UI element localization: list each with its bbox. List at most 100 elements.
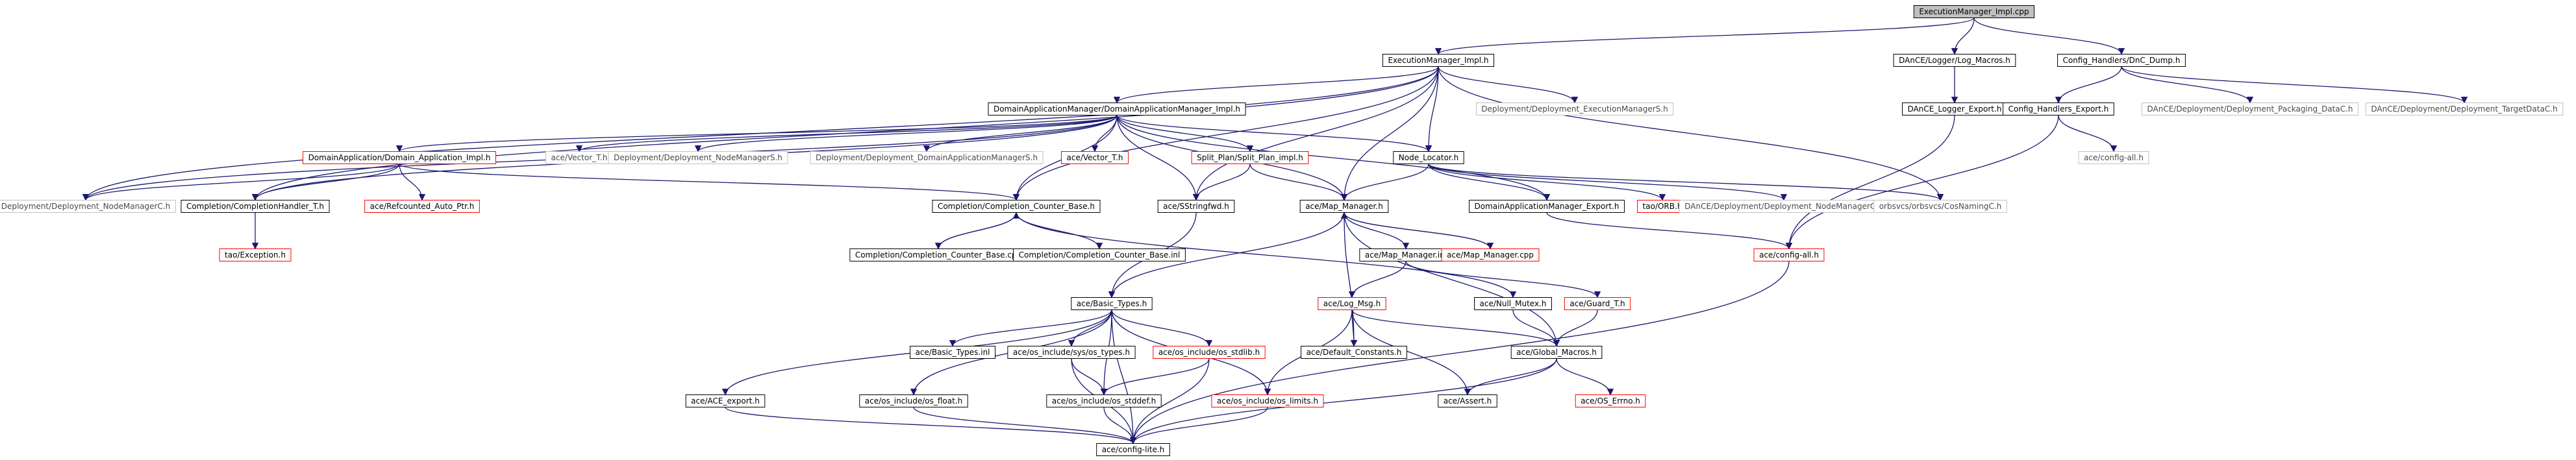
node-label: Config_Handlers/DnC_Dump.h — [2063, 56, 2181, 65]
node-config-dump[interactable]: Config_Handlers/DnC_Dump.h — [2057, 54, 2186, 67]
node-exec-mgr-s[interactable]: Deployment/Deployment_ExecutionManagerS.… — [1475, 103, 1674, 115]
node-log-msg[interactable]: ace/Log_Msg.h — [1318, 297, 1386, 310]
edge-config-dump-to-target-datac — [2121, 66, 2468, 104]
node-counter-base-cpp[interactable]: Completion/Completion_Counter_Base.cpp — [849, 248, 1027, 261]
node-counter-base-inl[interactable]: Completion/Completion_Counter_Base.inl — [1013, 248, 1186, 261]
node-sstring-fwd[interactable]: ace/SStringfwd.h — [1157, 200, 1235, 213]
node-box — [1510, 346, 1603, 359]
node-box — [2003, 103, 2114, 115]
edge-log-msg-to-global-macros — [1351, 309, 1560, 347]
node-label: ace/Basic_Types.inl — [915, 348, 990, 357]
node-dam-impl[interactable]: DomainApplicationManager/DomainApplicati… — [988, 103, 1246, 115]
node-label: DomainApplicationManager/DomainApplicati… — [994, 104, 1240, 114]
edge-em-impl-h-to-counter-base-h — [1012, 66, 1439, 201]
edge-dam-impl-to-sstring-fwd — [1116, 115, 1200, 201]
node-os-stdlib[interactable]: ace/os_include/os_stdlib.h — [1153, 346, 1266, 359]
node-box — [685, 394, 766, 407]
node-label: ace/config-all.h — [1759, 250, 1819, 260]
node-box — [810, 151, 1044, 164]
node-box — [1013, 248, 1186, 261]
node-ch-export[interactable]: Config_Handlers_Export.h — [2003, 103, 2114, 115]
node-box — [1299, 200, 1389, 213]
node-map-manager-inl[interactable]: ace/Map_Manager.inl — [1359, 248, 1453, 261]
node-guard-t[interactable]: ace/Guard_T.h — [1564, 297, 1631, 310]
node-label: ace/os_include/os_limits.h — [1217, 396, 1318, 406]
node-config-all-small[interactable]: ace/config-all.h — [2078, 151, 2149, 164]
node-box — [1564, 297, 1631, 310]
node-label: Completion/CompletionHandler_T.h — [186, 202, 324, 211]
node-split-plan[interactable]: Split_Plan/Split_Plan_impl.h — [1191, 151, 1309, 164]
node-cos-naming[interactable]: orbsvcs/orbsvcs/CosNamingC.h — [1873, 200, 2007, 213]
node-null-mutex[interactable]: ace/Null_Mutex.h — [1474, 297, 1552, 310]
node-label: ace/Guard_T.h — [1569, 299, 1625, 308]
node-logger-macros[interactable]: DAnCE/Logger/Log_Macros.h — [1893, 54, 2016, 67]
edge-counter-base-h-to-counter-base-inl — [1016, 212, 1103, 250]
edge-em-impl-h-to-exec-mgr-s — [1438, 66, 1579, 104]
node-dam-export[interactable]: DomainApplicationManager_Export.h — [1469, 200, 1625, 213]
node-ace-assert[interactable]: ace/Assert.h — [1438, 394, 1497, 407]
node-config-all[interactable]: ace/config-all.h — [1753, 248, 1825, 261]
node-box — [1475, 103, 1674, 115]
node-basic-types-h[interactable]: ace/Basic_Types.h — [1071, 297, 1153, 310]
node-map-manager-h[interactable]: ace/Map_Manager.h — [1299, 200, 1389, 213]
node-map-manager-cpp[interactable]: ace/Map_Manager.cpp — [1441, 248, 1540, 261]
node-label: DAnCE/Logger/Log_Macros.h — [1899, 56, 2010, 65]
node-box — [1061, 151, 1129, 164]
node-vector-t-gray[interactable]: ace/Vector_T.h — [545, 151, 613, 164]
node-node-mgr-c[interactable]: Deployment/Deployment_NodeManagerC.h — [0, 200, 176, 213]
node-da-impl[interactable]: DomainApplication/Domain_Application_Imp… — [303, 151, 496, 164]
node-box — [1913, 5, 2035, 18]
edge-node-locator-to-tao-orb — [1428, 163, 1666, 201]
node-global-macros[interactable]: ace/Global_Macros.h — [1510, 346, 1603, 359]
node-label: ExecutionManager_Impl.cpp — [1919, 7, 2029, 16]
node-target-datac[interactable]: DAnCE/Deployment/Deployment_TargetDataC.… — [2365, 103, 2564, 115]
node-em-impl-h[interactable]: ExecutionManager_Impl.h — [1382, 54, 1495, 67]
edge-da-impl-to-completion-handler — [251, 163, 400, 201]
edge-dam-impl-to-da-impl — [396, 114, 1118, 152]
node-label: ace/Refcounted_Auto_Ptr.h — [370, 202, 475, 211]
node-tao-exception[interactable]: tao/Exception.h — [219, 248, 292, 261]
node-default-constants[interactable]: ace/Default_Constants.h — [1301, 346, 1407, 359]
edge-map-manager-cpp-to-map-manager-h — [1340, 212, 1491, 249]
node-box — [909, 346, 996, 359]
edge-global-macros-to-os-errno — [1556, 358, 1614, 396]
node-refcounted[interactable]: ace/Refcounted_Auto_Ptr.h — [364, 200, 480, 213]
node-os-limits[interactable]: ace/os_include/os_limits.h — [1211, 394, 1324, 407]
node-label: ace/SStringfwd.h — [1163, 202, 1229, 211]
edge-map-manager-h-to-default-constants — [1344, 212, 1358, 347]
node-label: ace/config-all.h — [2084, 153, 2144, 162]
node-ace-export[interactable]: ace/ACE_export.h — [685, 394, 766, 407]
node-label: DomainApplicationManager_Export.h — [1475, 202, 1619, 211]
node-pkg-datac[interactable]: DAnCE/Deployment/Deployment_Packaging_Da… — [2141, 103, 2359, 115]
node-vector-t-red[interactable]: ace/Vector_T.h — [1061, 151, 1129, 164]
node-box — [364, 200, 480, 213]
node-box — [1153, 346, 1266, 359]
node-basic-types-inl[interactable]: ace/Basic_Types.inl — [909, 346, 996, 359]
node-label: Completion/Completion_Counter_Base.h — [938, 202, 1095, 211]
node-config-lite[interactable]: ace/config-lite.h — [1096, 443, 1170, 456]
node-root[interactable]: ExecutionManager_Impl.cpp — [1913, 5, 2035, 18]
node-node-locator[interactable]: Node_Locator.h — [1393, 151, 1464, 164]
node-label: ace/Vector_T.h — [551, 153, 608, 162]
edge-counter-base-cpp-to-counter-base-h — [938, 212, 1020, 249]
node-dance-nm-c[interactable]: DAnCE/Deployment/Deployment_NodeManagerC… — [1679, 200, 1889, 213]
node-os-float[interactable]: ace/os_include/os_float.h — [859, 394, 968, 407]
edge-os-limits-to-config-lite — [1129, 407, 1268, 444]
edge-map-manager-h-to-basic-types-h — [1108, 212, 1345, 298]
node-os-types[interactable]: ace/os_include/sys/os_types.h — [1007, 346, 1136, 359]
node-box — [608, 151, 788, 164]
node-tao-orb[interactable]: tao/ORB.h — [1637, 200, 1688, 213]
node-box — [1438, 394, 1497, 407]
edge-node-locator-to-dam-export — [1428, 163, 1551, 201]
node-os-stddef[interactable]: ace/os_include/os_stddef.h — [1046, 394, 1162, 407]
node-box — [1301, 346, 1407, 359]
node-box — [1893, 54, 2016, 67]
edge-node-locator-to-dance-nm-c — [1428, 163, 1788, 201]
node-counter-base-h[interactable]: Completion/Completion_Counter_Base.h — [932, 200, 1101, 213]
node-os-errno[interactable]: ace/OS_Errno.h — [1575, 394, 1646, 407]
node-logger-export[interactable]: DAnCE_Logger_Export.h — [1902, 103, 2007, 115]
node-completion-handler[interactable]: Completion/CompletionHandler_T.h — [181, 200, 330, 213]
edge-logger-export-to-config-all — [1785, 115, 1955, 250]
node-node-mgr-s[interactable]: Deployment/Deployment_NodeManagerS.h — [608, 151, 788, 164]
node-dam-s[interactable]: Deployment/Deployment_DomainApplicationM… — [810, 151, 1044, 164]
